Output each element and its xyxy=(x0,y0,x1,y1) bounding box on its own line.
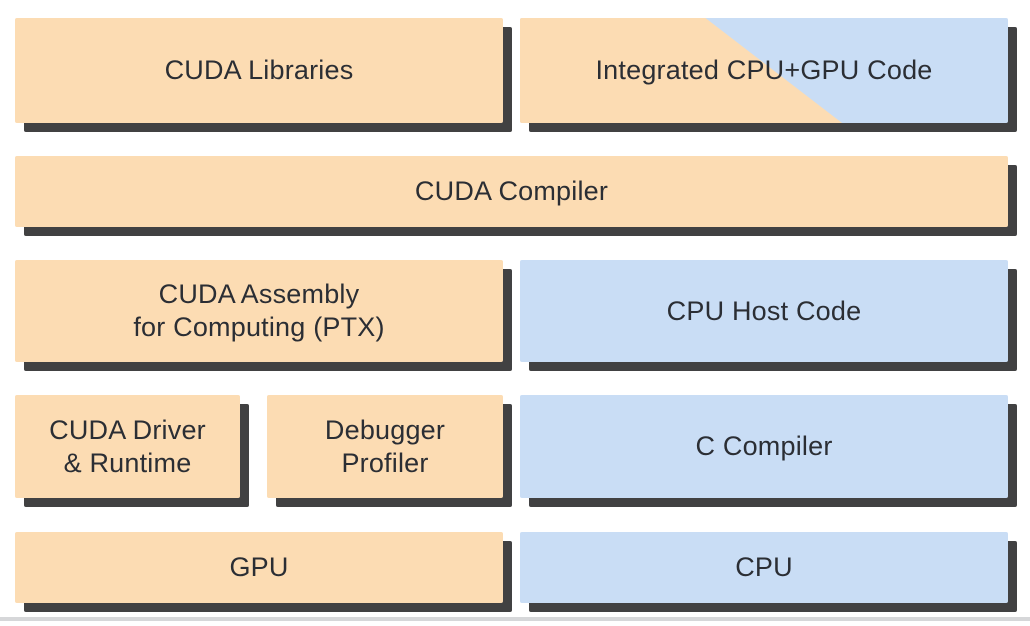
block-cuda-driver-runtime-label: CUDA Driver & Runtime xyxy=(49,414,206,478)
block-cuda-driver-runtime: CUDA Driver & Runtime xyxy=(15,395,240,498)
bottom-edge-bar xyxy=(0,617,1030,621)
block-cpu-label: CPU xyxy=(735,552,793,582)
block-gpu: GPU xyxy=(15,532,503,603)
block-cuda-compiler: CUDA Compiler xyxy=(15,156,1008,227)
block-cuda-assembly-ptx: CUDA Assembly for Computing (PTX) xyxy=(15,260,503,362)
block-cuda-libraries: CUDA Libraries xyxy=(15,18,503,123)
block-cpu-host-code-label: CPU Host Code xyxy=(666,295,862,326)
block-c-compiler-label: C Compiler xyxy=(695,431,833,461)
block-cpu: CPU xyxy=(520,532,1008,603)
block-integrated-cpu-gpu-code: Integrated CPU+GPU Code xyxy=(520,18,1008,123)
block-debugger-profiler-label: Debugger Profiler xyxy=(324,414,446,478)
block-cuda-assembly-ptx-label: CUDA Assembly for Computing (PTX) xyxy=(133,279,385,342)
block-cuda-libraries-label: CUDA Libraries xyxy=(164,55,354,85)
block-debugger-profiler: Debugger Profiler xyxy=(267,395,503,498)
block-cuda-compiler-label: CUDA Compiler xyxy=(414,176,609,206)
block-gpu-label: GPU xyxy=(229,552,289,582)
block-c-compiler: C Compiler xyxy=(520,395,1008,498)
block-cpu-host-code: CPU Host Code xyxy=(520,260,1008,362)
block-integrated-cpu-gpu-code-label: Integrated CPU+GPU Code xyxy=(595,55,933,85)
